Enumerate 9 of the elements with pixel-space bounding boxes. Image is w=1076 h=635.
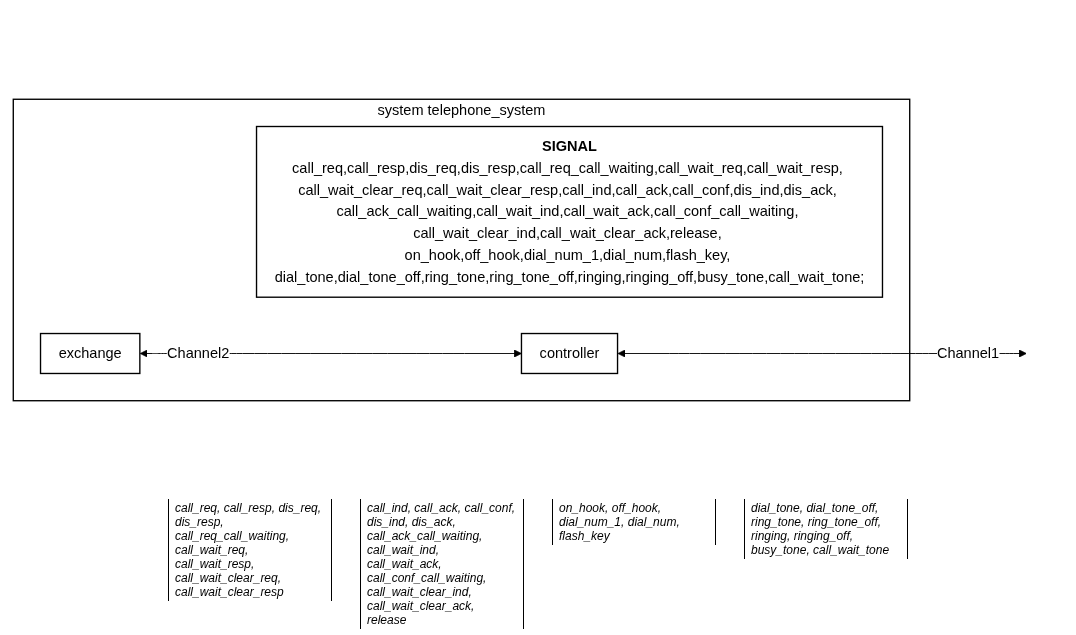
node-box: controller: [520, 332, 619, 374]
node-box: SIGNAL call_req,call_resp,dis_req,dis_resp,call_req_call_waiting,call_wait_req,call_wait_resp, call_wait_clear_req,call_wait_clear_resp,call_ind,call_ack,call_conf,dis_ind,dis_ack, call_ack_call_waiting,call_wait_ind,call_wait_ack,call_conf_call_waiting, call_wait_clear_ind,call_wait_clear_ack,release, on_hook,off_hook,dial_num_1,dial_num,flash_key, dial_tone,dial_tone_off,ring_tone,ring_tone_off,ringing,ringing_off,busy_tone,call_wait_tone;: [255, 125, 884, 298]
node-box: exchange: [39, 332, 141, 374]
edge-label: Channel1: [936, 344, 1000, 361]
signal-list: call_req, call_resp, dis_req, dis_resp, call_req_call_waiting, call_wait_req, call_wait_resp, call_wait_clear_req, call_wait_clear_resp: [168, 499, 332, 601]
signal-list: on_hook, off_hook, dial_num_1, dial_num, flash_key: [552, 499, 716, 545]
edge-label: Channel2: [167, 344, 230, 361]
signal-list: dial_tone, dial_tone_off, ring_tone, ring_tone_off, ringing, ringing_off, busy_tone, call_wait_tone: [744, 499, 908, 559]
signal-list: call_ind, call_ack, call_conf, dis_ind, dis_ack, call_ack_call_waiting, call_wait_ind, call_wait_ack, call_conf_call_waiting, call_wait_clear_ind, call_wait_clear_ack, release: [360, 499, 524, 629]
